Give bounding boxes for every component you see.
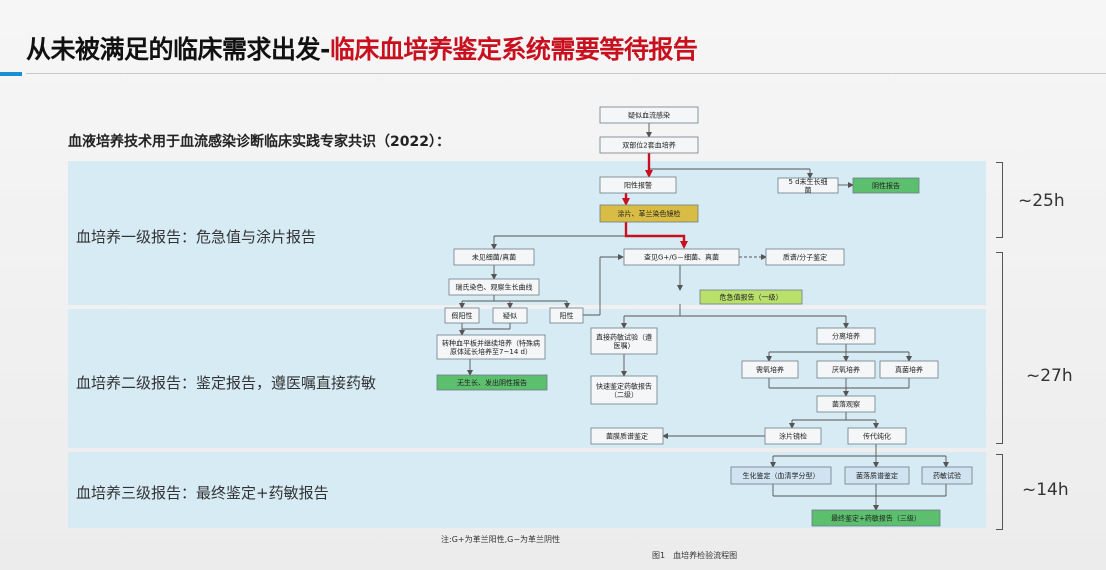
band-label-level1: 血培养一级报告：危急值与涂片报告: [76, 228, 317, 246]
flow-node-label: 分离培养: [832, 332, 860, 341]
bracket-level3: [996, 454, 1003, 530]
flow-node-label: 假阳性: [452, 311, 473, 320]
flow-node-aerobic: 需氧培养: [741, 360, 799, 379]
flow-node-no-growth-report: 无生长、发出阴性报告: [436, 374, 548, 391]
flow-node-label: 质谱/分子鉴定: [783, 253, 827, 262]
flow-node-label: 5 d未生长细: [788, 177, 827, 186]
flowchart-note: 注:G+为革兰阳性,G−为革兰阴性: [441, 535, 561, 544]
flow-node-label: 生化鉴定（血清学分型）: [743, 471, 820, 480]
flow-node-subculture: 分离培养: [816, 327, 876, 345]
flow-node-label: 传代纯化: [863, 432, 891, 441]
bracket-level2: [996, 252, 1003, 444]
hours-level1: ~25h: [1018, 191, 1065, 211]
flow-node-rapid-id: 快速鉴定药敏报告（二级）: [590, 375, 658, 405]
flow-node-label: （二级）: [610, 390, 638, 399]
flow-node-label: 菌: [805, 185, 812, 194]
flow-node-colony: 菌落观察: [816, 395, 876, 413]
accent-bar: [0, 72, 22, 76]
flow-node-label: 无生长、发出阴性报告: [457, 378, 527, 387]
flow-node-label: 涂片、革兰染色镜检: [618, 209, 681, 218]
critical-path-arrows: [622, 153, 688, 249]
flow-node-biochem: 生化鉴定（血清学分型）: [730, 466, 832, 485]
flow-node-label: 双部位2套血培养: [622, 141, 675, 150]
flow-node-suspect: 疑似血流感染: [599, 106, 699, 124]
flow-connectors: [459, 123, 949, 511]
hours-level3: ~14h: [1022, 480, 1069, 500]
flow-node-label: 药敏试验: [933, 471, 961, 480]
flow-node-negative-report: 阴性报告: [852, 177, 920, 194]
flow-node-stain-curve: 瑞氏染色、观察生长曲线: [448, 278, 540, 296]
flow-node-label: 阴性报告: [872, 181, 900, 190]
flow-node-label: 未见细菌/真菌: [472, 253, 516, 262]
flow-node-label: 阳性报警: [624, 181, 652, 190]
consensus-heading: 血液培养技术用于血流感染诊断临床实践专家共识（2022）：: [68, 134, 450, 150]
flow-node-anaerobic: 厌氧培养: [816, 360, 876, 379]
flow-node-label: 转种血平板并继续培养（特殊病: [442, 338, 540, 347]
flow-node-critical: 危急值报告（一级）: [699, 289, 803, 305]
flow-node-label: 最终鉴定+药敏报告（三级）: [831, 514, 921, 523]
flow-node-no-bacteria: 未见细菌/真菌: [453, 248, 535, 266]
band-label-level2: 血培养二级报告：鉴定报告，遵医嘱直接药敏: [76, 374, 377, 392]
flow-node-maldi: 菌膜质谱鉴定: [590, 427, 664, 445]
flow-node-label: 阳性: [560, 311, 574, 320]
flow-node-label: 查见G+/G－细菌、真菌: [644, 253, 719, 262]
flow-node-mass-spec: 质谱/分子鉴定: [765, 248, 845, 266]
flow-node-positive: 阳性: [549, 307, 584, 324]
flow-node-colony-ms: 菌落质谱鉴定: [844, 466, 910, 485]
flow-node-label: 直接药敏试验（遵: [596, 332, 652, 341]
hours-level2: ~27h: [1026, 366, 1073, 386]
flow-node-suspicious: 疑似: [492, 307, 528, 324]
flow-node-smear-exam: 涂片镜检: [764, 427, 822, 445]
title-divider: [26, 73, 1106, 74]
flow-node-final: 最终鉴定+药敏报告（三级）: [811, 509, 941, 527]
flow-node-label: 菌膜质谱鉴定: [606, 432, 648, 441]
flow-node-smear: 涂片、革兰染色镜检: [599, 204, 699, 223]
flow-node-label: 疑似血流感染: [628, 111, 670, 120]
flow-node-label: 真菌培养: [895, 365, 923, 374]
flow-node-label: 原体延长培养至7~14 d）: [450, 347, 532, 356]
flow-node-false-pos: 假阳性: [444, 307, 480, 324]
flow-node-passage: 传代纯化: [847, 427, 907, 445]
title-main: 从未被满足的临床需求出发-: [26, 35, 330, 64]
flow-node-double: 双部位2套血培养: [599, 136, 699, 154]
flow-node-label: 瑞氏染色、观察生长曲线: [456, 283, 533, 292]
flow-node-ast: 药敏试验: [921, 466, 973, 485]
flow-node-label: 危急值报告（一级）: [720, 293, 783, 302]
flow-node-label: 菌落质谱鉴定: [856, 471, 898, 480]
flow-node-label: 厌氧培养: [832, 365, 860, 374]
flow-node-label: 医嘱）: [614, 342, 635, 350]
flow-node-label: 需氧培养: [756, 365, 784, 374]
flow-node-positive-alarm: 阳性报警: [599, 176, 677, 194]
band-label-level3: 血培养三级报告：最终鉴定+药敏报告: [76, 484, 329, 502]
flow-node-label: 涂片镜检: [779, 432, 807, 441]
figure-caption: 图1 血培养检验流程图: [652, 551, 738, 560]
slide-title: 从未被满足的临床需求出发-临床血培养鉴定系统需要等待报告: [26, 30, 698, 66]
title-highlight: 临床血培养鉴定系统需要等待报告: [329, 35, 698, 64]
flow-node-label: 快速鉴定药敏报告: [596, 381, 652, 390]
bracket-level1: [996, 162, 1003, 238]
flow-node-label: 疑似: [503, 311, 517, 320]
flow-node-direct-ast: 直接药敏试验（遵医嘱）: [590, 327, 658, 355]
flow-node-found: 查见G+/G－细菌、真菌: [623, 248, 740, 266]
flow-node-fungal: 真菌培养: [879, 360, 939, 379]
flow-node-label: 菌落观察: [832, 400, 860, 409]
